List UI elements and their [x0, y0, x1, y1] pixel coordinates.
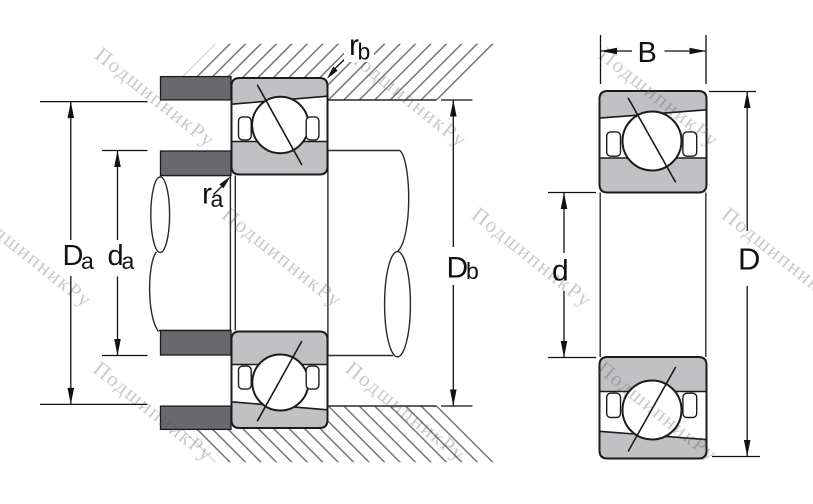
- svg-text:D: D: [738, 242, 760, 277]
- svg-text:r: r: [202, 178, 212, 211]
- svg-text:r: r: [349, 29, 359, 62]
- svg-text:B: B: [638, 37, 657, 69]
- svg-text:d: d: [108, 240, 124, 272]
- svg-text:a: a: [211, 186, 224, 212]
- svg-text:b: b: [466, 258, 479, 284]
- svg-text:d: d: [552, 255, 569, 288]
- svg-text:b: b: [358, 39, 371, 65]
- svg-text:D: D: [63, 240, 84, 272]
- svg-text:D: D: [447, 252, 469, 285]
- svg-text:a: a: [122, 248, 135, 274]
- svg-text:a: a: [81, 248, 94, 274]
